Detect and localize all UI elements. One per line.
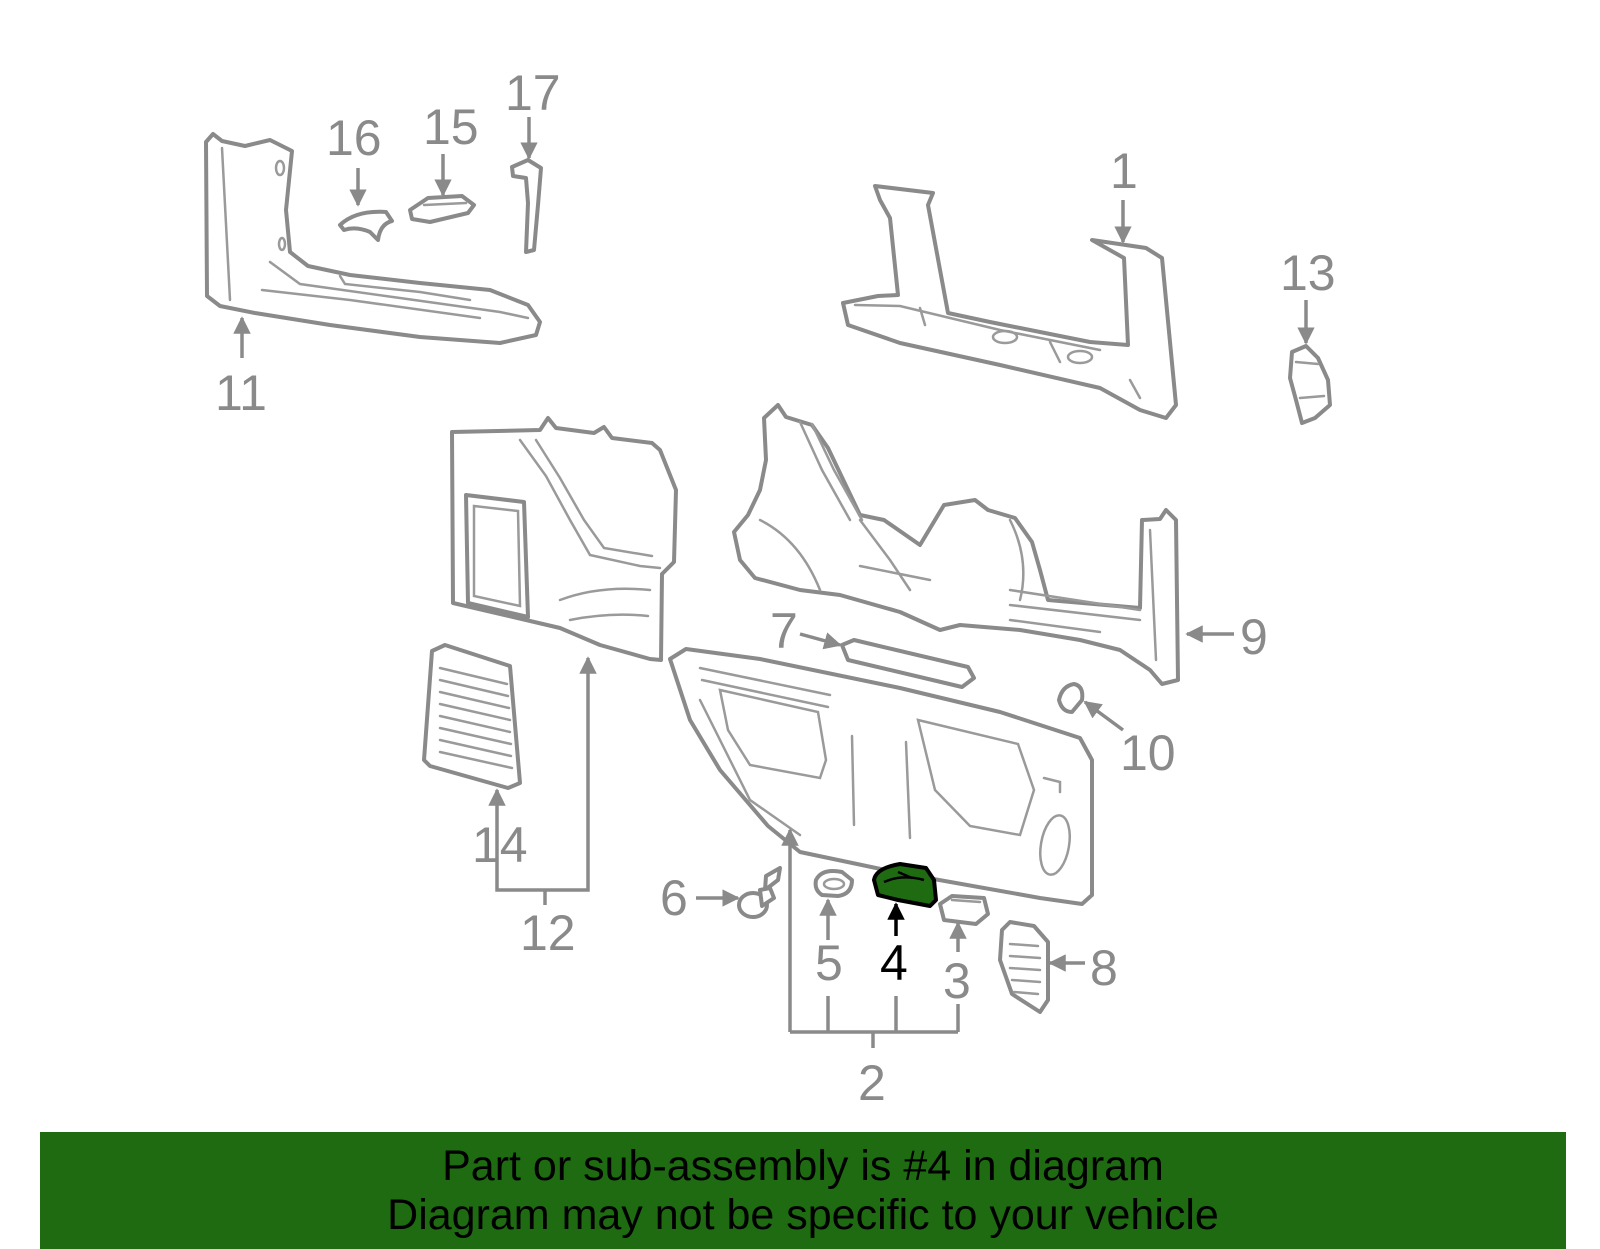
part-13-bracket bbox=[1288, 344, 1332, 425]
banner-part-notice: Part or sub-assembly is #4 in diagram bbox=[442, 1142, 1164, 1190]
callout-8: 8 bbox=[1090, 940, 1118, 996]
part-3-cover bbox=[938, 894, 990, 926]
callout-15: 15 bbox=[423, 99, 479, 155]
callout-1: 1 bbox=[1110, 143, 1138, 199]
callout-12: 12 bbox=[520, 905, 576, 961]
part-1-rear-pillar-trim bbox=[841, 184, 1178, 420]
part-16-trim-clip bbox=[338, 209, 394, 242]
part-2-lower-trim-panel bbox=[668, 647, 1094, 906]
callout-2: 2 bbox=[858, 1055, 886, 1111]
parts-diagram: 1 17 16 15 13 11 9 7 10 14 12 6 8 5 4 3 … bbox=[204, 65, 1336, 1111]
callout-3: 3 bbox=[943, 953, 971, 1009]
callout-4: 4 bbox=[880, 935, 908, 991]
part-10-cover bbox=[1057, 682, 1085, 714]
callout-13: 13 bbox=[1280, 245, 1336, 301]
part-4-highlighted bbox=[872, 862, 938, 908]
callout-11: 11 bbox=[215, 365, 267, 421]
callout-labels: 1 17 16 15 13 11 9 7 10 14 12 6 8 5 4 3 … bbox=[215, 65, 1336, 1111]
part-8-grille bbox=[998, 920, 1050, 1014]
callout-10: 10 bbox=[1120, 725, 1176, 781]
part-15-trim-cover bbox=[408, 194, 476, 224]
leader-lines bbox=[233, 117, 1315, 1048]
callout-9: 9 bbox=[1240, 609, 1268, 665]
part-6-push-pin bbox=[737, 866, 782, 919]
part-12-quarter-panel bbox=[450, 416, 678, 662]
callout-7: 7 bbox=[770, 603, 798, 659]
callout-16: 16 bbox=[326, 110, 382, 166]
part-11-sill-pillar-trim bbox=[204, 132, 542, 345]
callout-5: 5 bbox=[815, 935, 843, 991]
callout-6: 6 bbox=[660, 870, 688, 926]
callout-14: 14 bbox=[472, 817, 528, 873]
banner-disclaimer: Diagram may not be specific to your vehi… bbox=[387, 1191, 1219, 1239]
callout-17: 17 bbox=[505, 65, 561, 121]
part-14-vent-grille bbox=[422, 643, 522, 790]
part-17-pillar-strip bbox=[510, 158, 543, 254]
info-banner: Part or sub-assembly is #4 in diagram Di… bbox=[40, 1132, 1566, 1249]
part-9-wheelhouse-trim bbox=[732, 403, 1180, 686]
part-5-bezel bbox=[813, 869, 854, 898]
part-7-trim-strip bbox=[840, 638, 976, 689]
